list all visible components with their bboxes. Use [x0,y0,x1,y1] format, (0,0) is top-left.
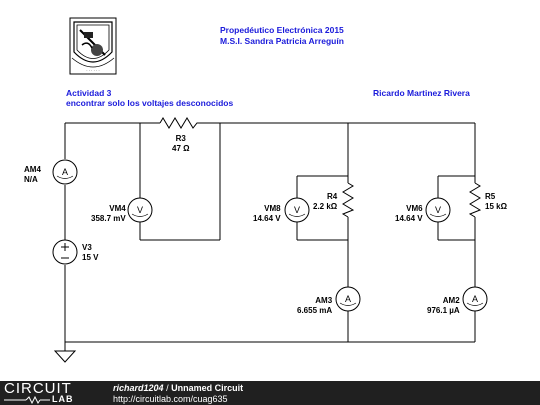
vm4-value: 358.7 mV [91,214,126,223]
svg-text:V: V [435,205,441,215]
svg-text:V: V [137,205,143,215]
r3-label: R3 47 Ω [172,134,190,154]
separator: / [166,383,169,393]
svg-text:A: A [345,294,351,304]
ground-icon [53,350,77,363]
am3-ammeter: A [335,286,361,312]
r3-value: 47 Ω [172,144,190,153]
vm8-name: VM8 [264,204,281,213]
am2-ammeter: A [462,286,488,312]
vm6-voltmeter: V [425,197,451,223]
university-seal-logo: · · · · · · [69,17,117,75]
v3-voltage-source [52,239,78,265]
circuit-schematic: · · · · · · [52,17,488,363]
v3-label: V3 15 V [82,243,98,263]
vm4-voltmeter: V [127,197,153,223]
circuit-name[interactable]: Unnamed Circuit [171,383,244,393]
svg-text:A: A [472,294,478,304]
am4-ammeter: A [52,159,78,185]
v3-name: V3 [82,243,92,252]
r4-resistor [341,182,355,218]
vm8-voltmeter: V [284,197,310,223]
svg-text:A: A [62,167,68,177]
am4-value: N/A [24,175,38,184]
vm8-value: 14.64 V [253,214,281,223]
student-name: Ricardo Martinez Rivera [373,88,470,98]
am2-label: AM2 976.1 µA [427,296,460,316]
wires [64,122,476,351]
am4-label: AM4 N/A [24,165,41,185]
r3-resistor [159,117,200,129]
r5-resistor [468,182,482,218]
task-description: encontrar solo los voltajes desconocidos [66,98,234,108]
r3-name: R3 [175,134,186,143]
am3-name: AM3 [315,296,333,305]
svg-text:V: V [294,205,300,215]
activity-title: Actividad 3 [66,88,112,98]
circuitlab-footer: CIRCUIT LAB richard1204 / Unnamed Circui… [0,381,540,405]
v3-value: 15 V [82,253,99,262]
am2-value: 976.1 µA [427,306,460,315]
circuit-url-link[interactable]: http://circuitlab.com/cuag635 [113,394,228,404]
am3-value: 6.655 mA [297,306,333,315]
r4-name: R4 [326,192,338,201]
course-title: Propedéutico Electrónica 2015 [220,25,344,35]
r5-value: 15 kΩ [485,202,507,211]
vm6-value: 14.64 V [395,214,423,223]
circuit-wire-icon [4,396,50,404]
vm4-name: VM4 [109,204,126,213]
svg-text:· · · · · ·: · · · · · · [86,68,100,73]
vm6-label: VM6 14.64 V [395,204,423,224]
r4-label: R4 2.2 kΩ [313,192,337,212]
vm6-name: VM6 [406,204,423,213]
circuitlab-logo-text: CIRCUIT [4,380,72,397]
am4-name: AM4 [24,165,41,174]
circuitlab-logo-lab: LAB [52,394,74,404]
r4-value: 2.2 kΩ [313,202,338,211]
instructor-name: M.S.I. Sandra Patricia Arreguín [220,36,344,46]
r5-name: R5 [485,192,496,201]
vm8-label: VM8 14.64 V [253,204,281,224]
vm4-label: VM4 358.7 mV [91,204,126,224]
am2-name: AM2 [442,296,460,305]
circuit-info: richard1204 / Unnamed Circuit [113,383,243,393]
am3-label: AM3 6.655 mA [297,296,332,316]
username[interactable]: richard1204 [113,383,164,393]
r5-label: R5 15 kΩ [485,192,507,212]
